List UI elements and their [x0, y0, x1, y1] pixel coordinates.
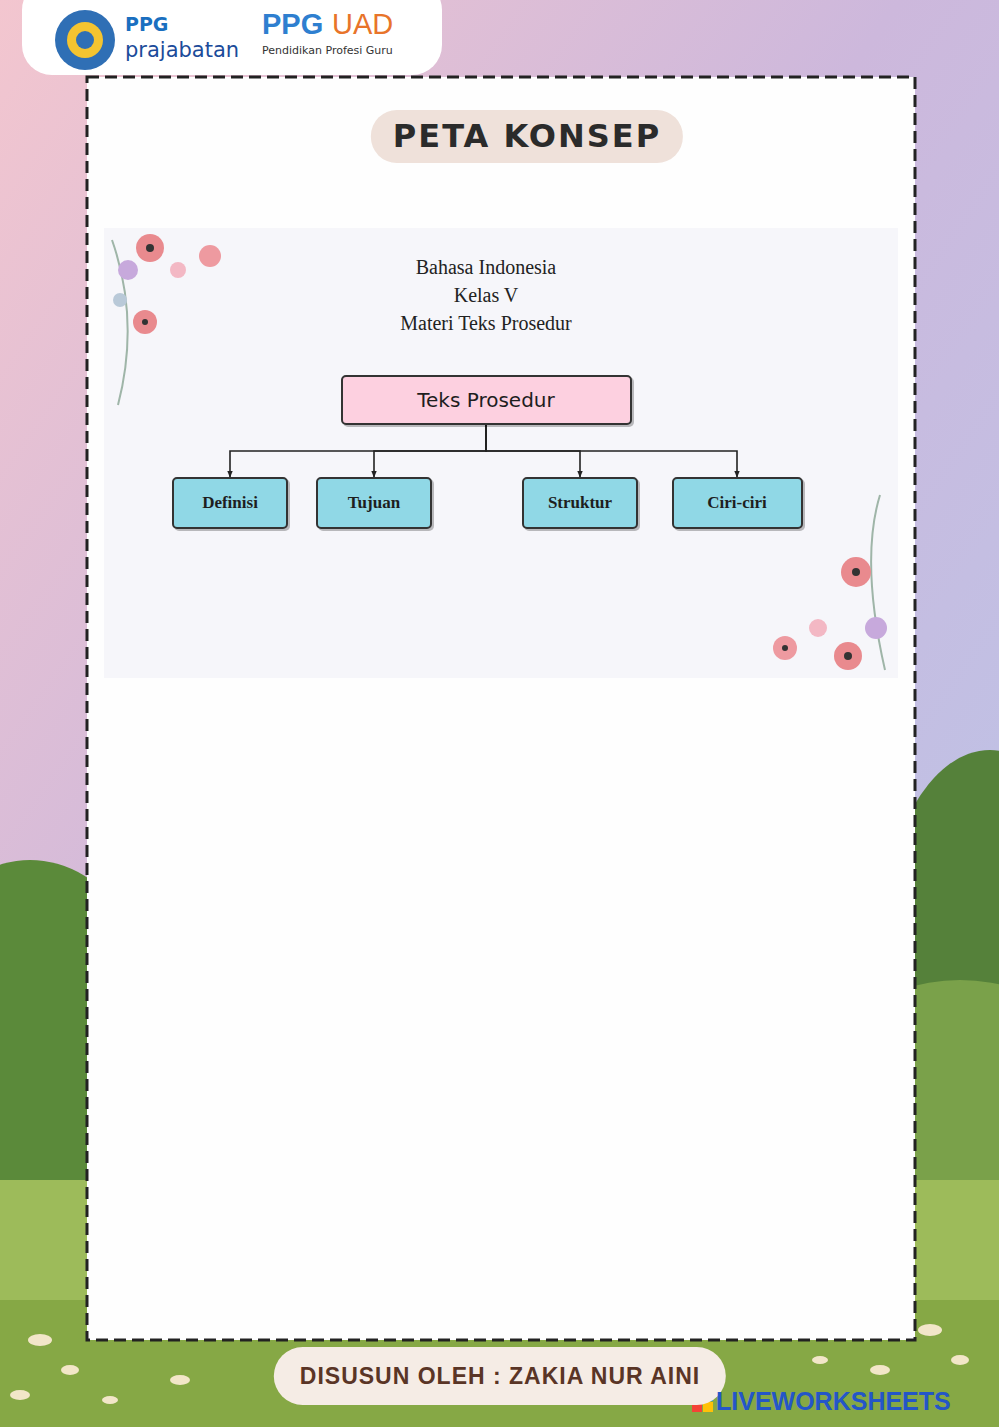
logo-emblem: [67, 22, 103, 58]
topic-box: Tujuan: [316, 477, 432, 529]
watermark: LIVEWORKSHEETS: [716, 1387, 951, 1416]
node-label: Tujuan: [348, 493, 400, 513]
logo-text: UAD: [332, 8, 393, 41]
node-label: Teks Prosedur: [417, 388, 555, 412]
logo-panel: [22, 0, 442, 75]
tree-connector: [486, 425, 737, 477]
logo-emblem: [76, 31, 94, 49]
author-pill: DISUSUN OLEH : ZAKIA NUR AINI: [274, 1347, 726, 1405]
node-label: Struktur: [548, 493, 612, 513]
page-panel: [87, 77, 915, 1340]
logo-text: prajabatan: [125, 38, 239, 62]
logo-subtitle: Pendidikan Profesi Guru: [262, 45, 393, 58]
flower-decoration: [112, 234, 221, 405]
tree-connector: [374, 425, 486, 477]
topic-box: Ciri-ciri: [672, 477, 803, 529]
concept-panel: [104, 228, 898, 678]
logo-emblem: [55, 10, 115, 70]
title-pill: PETA KONSEP: [371, 110, 683, 163]
topic-box: Definisi: [172, 477, 288, 529]
tree-connector: [486, 425, 580, 477]
tree-connector: [230, 425, 486, 477]
logo-text: PPG: [125, 14, 168, 36]
node-label: Ciri-ciri: [707, 493, 766, 513]
topic-box: Struktur: [522, 477, 638, 529]
subject-line: Materi Teks Prosedur: [400, 312, 572, 335]
subject-line: Bahasa Indonesia: [416, 256, 557, 279]
node-label: Definisi: [202, 493, 258, 513]
logo-text: PPG: [262, 8, 323, 41]
subject-line: Kelas V: [454, 284, 519, 307]
root-box: Teks Prosedur: [341, 375, 632, 425]
